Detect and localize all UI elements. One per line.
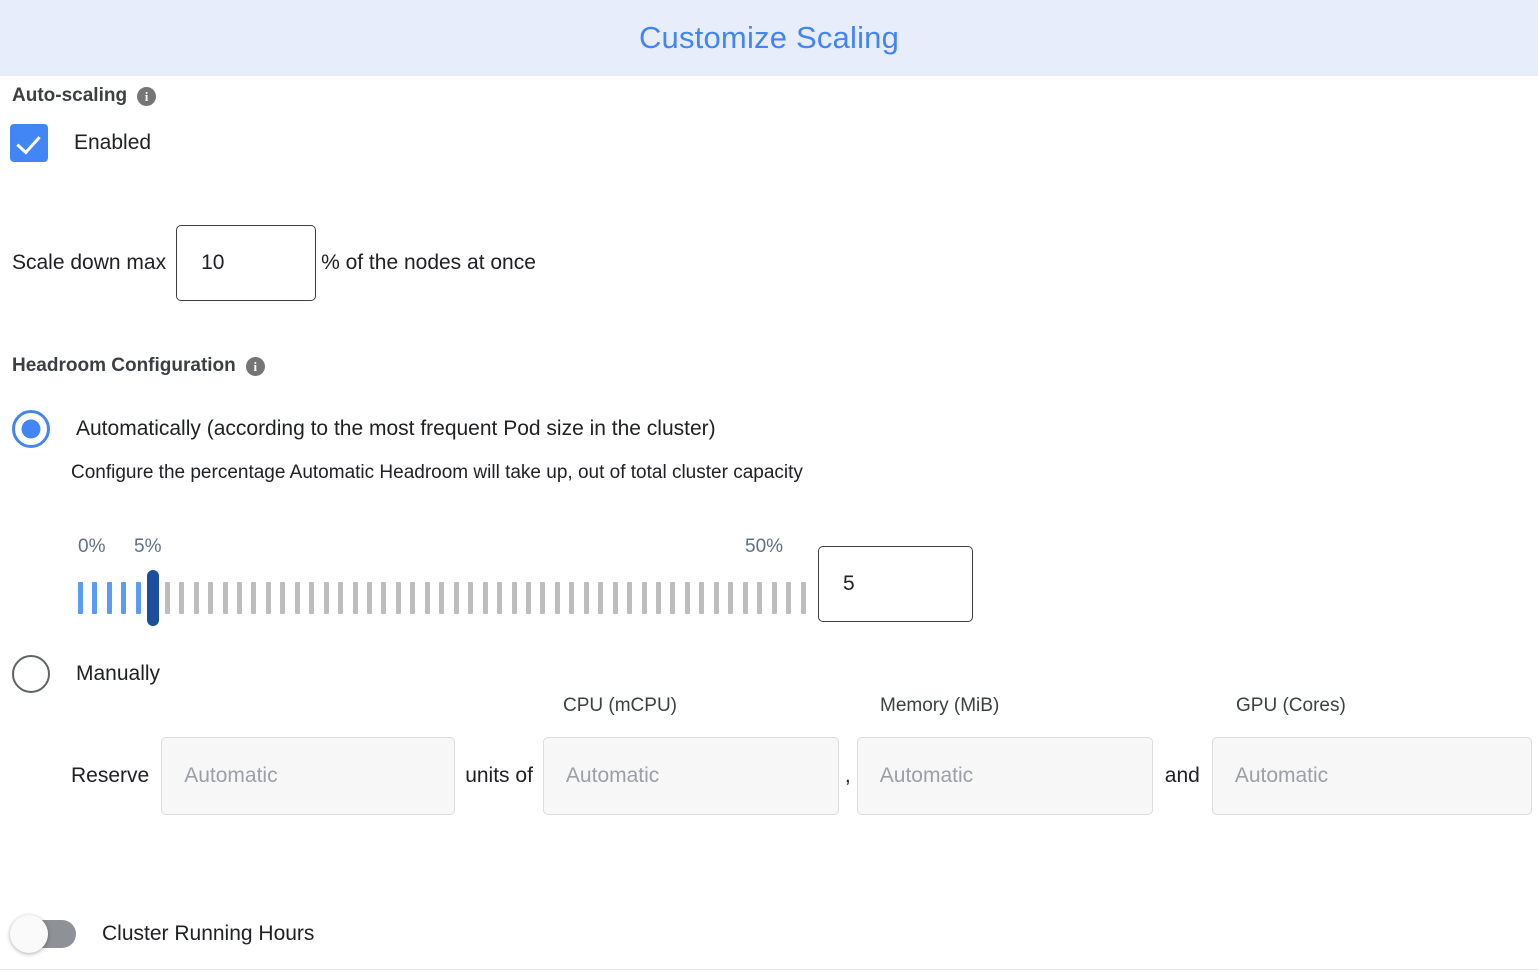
slider-tick[interactable] [179,582,185,614]
slider-tick[interactable] [771,582,777,614]
cpu-field-header: CPU (mCPU) [563,695,677,716]
slider-tick[interactable] [367,582,372,614]
scale-down-max-label: Scale down max [12,251,167,274]
slider-tick[interactable] [598,582,604,614]
slider-tick[interactable] [554,582,560,614]
gpu-input[interactable] [1211,737,1532,815]
slider-tick[interactable] [497,582,503,614]
headroom-option-manually[interactable]: Manually [12,655,160,693]
slider-tick[interactable] [193,582,199,614]
comma-separator: , [844,764,851,787]
slider-tick[interactable] [583,582,589,614]
slider-labels: 0% 5% 50% [78,536,804,562]
units-of-label: units of [465,764,533,787]
headroom-option-automatic[interactable]: Automatically (according to the most fre… [12,410,716,448]
and-separator: and [1164,764,1200,787]
slider-tick[interactable] [236,582,242,614]
slider-tick[interactable] [106,582,112,614]
slider-tick[interactable] [280,582,286,614]
headroom-percentage-slider[interactable]: 0% 5% 50% [78,536,806,626]
slider-tick[interactable] [713,582,719,614]
slider-tick[interactable] [800,582,806,614]
slider-tick[interactable] [309,582,315,614]
slider-track[interactable] [78,570,806,626]
slider-tick[interactable] [786,582,792,614]
slider-tick[interactable] [728,582,734,614]
slider-tick[interactable] [121,582,127,614]
auto-scaling-label-text: Auto-scaling [12,85,128,106]
slider-tick[interactable] [699,582,705,614]
slider-tick[interactable] [511,582,517,614]
slider-tick[interactable] [222,582,228,614]
auto-scaling-enabled-row[interactable]: Enabled [10,124,151,162]
slider-tick[interactable] [627,582,633,614]
slider-tick[interactable] [656,582,661,614]
radio-manually-label: Manually [76,662,161,685]
memory-input[interactable] [856,737,1153,815]
headroom-section-label: Headroom Configuration i [12,355,265,377]
slider-tick[interactable] [395,582,401,614]
headroom-automatic-description: Configure the percentage Automatic Headr… [71,462,803,483]
slider-tick[interactable] [251,582,257,614]
slider-tick[interactable] [352,582,358,614]
scale-down-max-suffix: % of the nodes at once [321,251,536,274]
enabled-checkbox[interactable] [10,124,48,162]
cpu-input[interactable] [542,737,839,815]
slider-tick[interactable] [468,582,474,614]
slider-tick[interactable] [670,582,676,614]
radio-automatic-label: Automatically (according to the most fre… [76,417,716,440]
slider-current-label: 5% [134,536,162,557]
slider-tick[interactable] [78,582,83,614]
slider-tick[interactable] [135,582,141,614]
slider-tick[interactable] [525,582,531,614]
slider-tick[interactable] [742,582,748,614]
slider-tick[interactable] [569,582,575,614]
info-icon[interactable]: i [245,356,265,376]
toggle-knob [10,915,48,953]
slider-tick[interactable] [684,582,690,614]
slider-tick[interactable] [294,582,300,614]
cluster-running-hours-toggle[interactable] [10,915,76,953]
slider-tick[interactable] [439,582,445,614]
page-title: Customize Scaling [638,20,900,55]
slider-tick[interactable] [410,582,416,614]
slider-tick[interactable] [757,582,763,614]
info-icon[interactable]: i [137,86,157,106]
scale-down-max-input[interactable] [176,225,317,301]
slider-tick[interactable] [453,582,459,614]
enabled-checkbox-label: Enabled [74,131,152,154]
headroom-label-text: Headroom Configuration [12,355,236,376]
headroom-percentage-input[interactable] [818,546,973,622]
slider-tick[interactable] [641,582,647,614]
slider-max-label: 50% [745,536,784,557]
radio-manually[interactable] [12,655,50,693]
gpu-field-header: GPU (Cores) [1236,695,1346,716]
scale-down-max-row: Scale down max % of the nodes at once [12,225,536,301]
reserve-inputs-row: Reserve units of , and [0,737,1538,815]
slider-tick[interactable] [208,582,214,614]
cluster-running-hours-row[interactable]: Cluster Running Hours [10,915,315,953]
reserve-field-headers: CPU (mCPU) Memory (MiB) GPU (Cores) [0,695,1538,725]
cluster-running-hours-label: Cluster Running Hours [102,922,315,945]
slider-tick[interactable] [482,582,488,614]
slider-tick[interactable] [612,582,618,614]
slider-tick[interactable] [424,582,430,614]
slider-tick[interactable] [323,582,329,614]
slider-tick[interactable] [381,582,387,614]
slider-tick[interactable] [338,582,344,614]
dialog-header: Customize Scaling [0,0,1538,76]
reserve-label: Reserve [71,764,150,787]
radio-automatic[interactable] [12,410,50,448]
slider-thumb[interactable] [146,570,159,626]
memory-field-header: Memory (MiB) [880,695,1000,716]
slider-tick[interactable] [265,582,271,614]
reserve-resources-area: CPU (mCPU) Memory (MiB) GPU (Cores) Rese… [0,695,1538,815]
slider-tick[interactable] [164,582,170,614]
reserve-units-input[interactable] [161,737,456,815]
slider-tick[interactable] [540,582,546,614]
slider-min-label: 0% [78,536,106,557]
auto-scaling-section-label: Auto-scaling i [12,85,157,107]
slider-tick[interactable] [92,582,98,614]
